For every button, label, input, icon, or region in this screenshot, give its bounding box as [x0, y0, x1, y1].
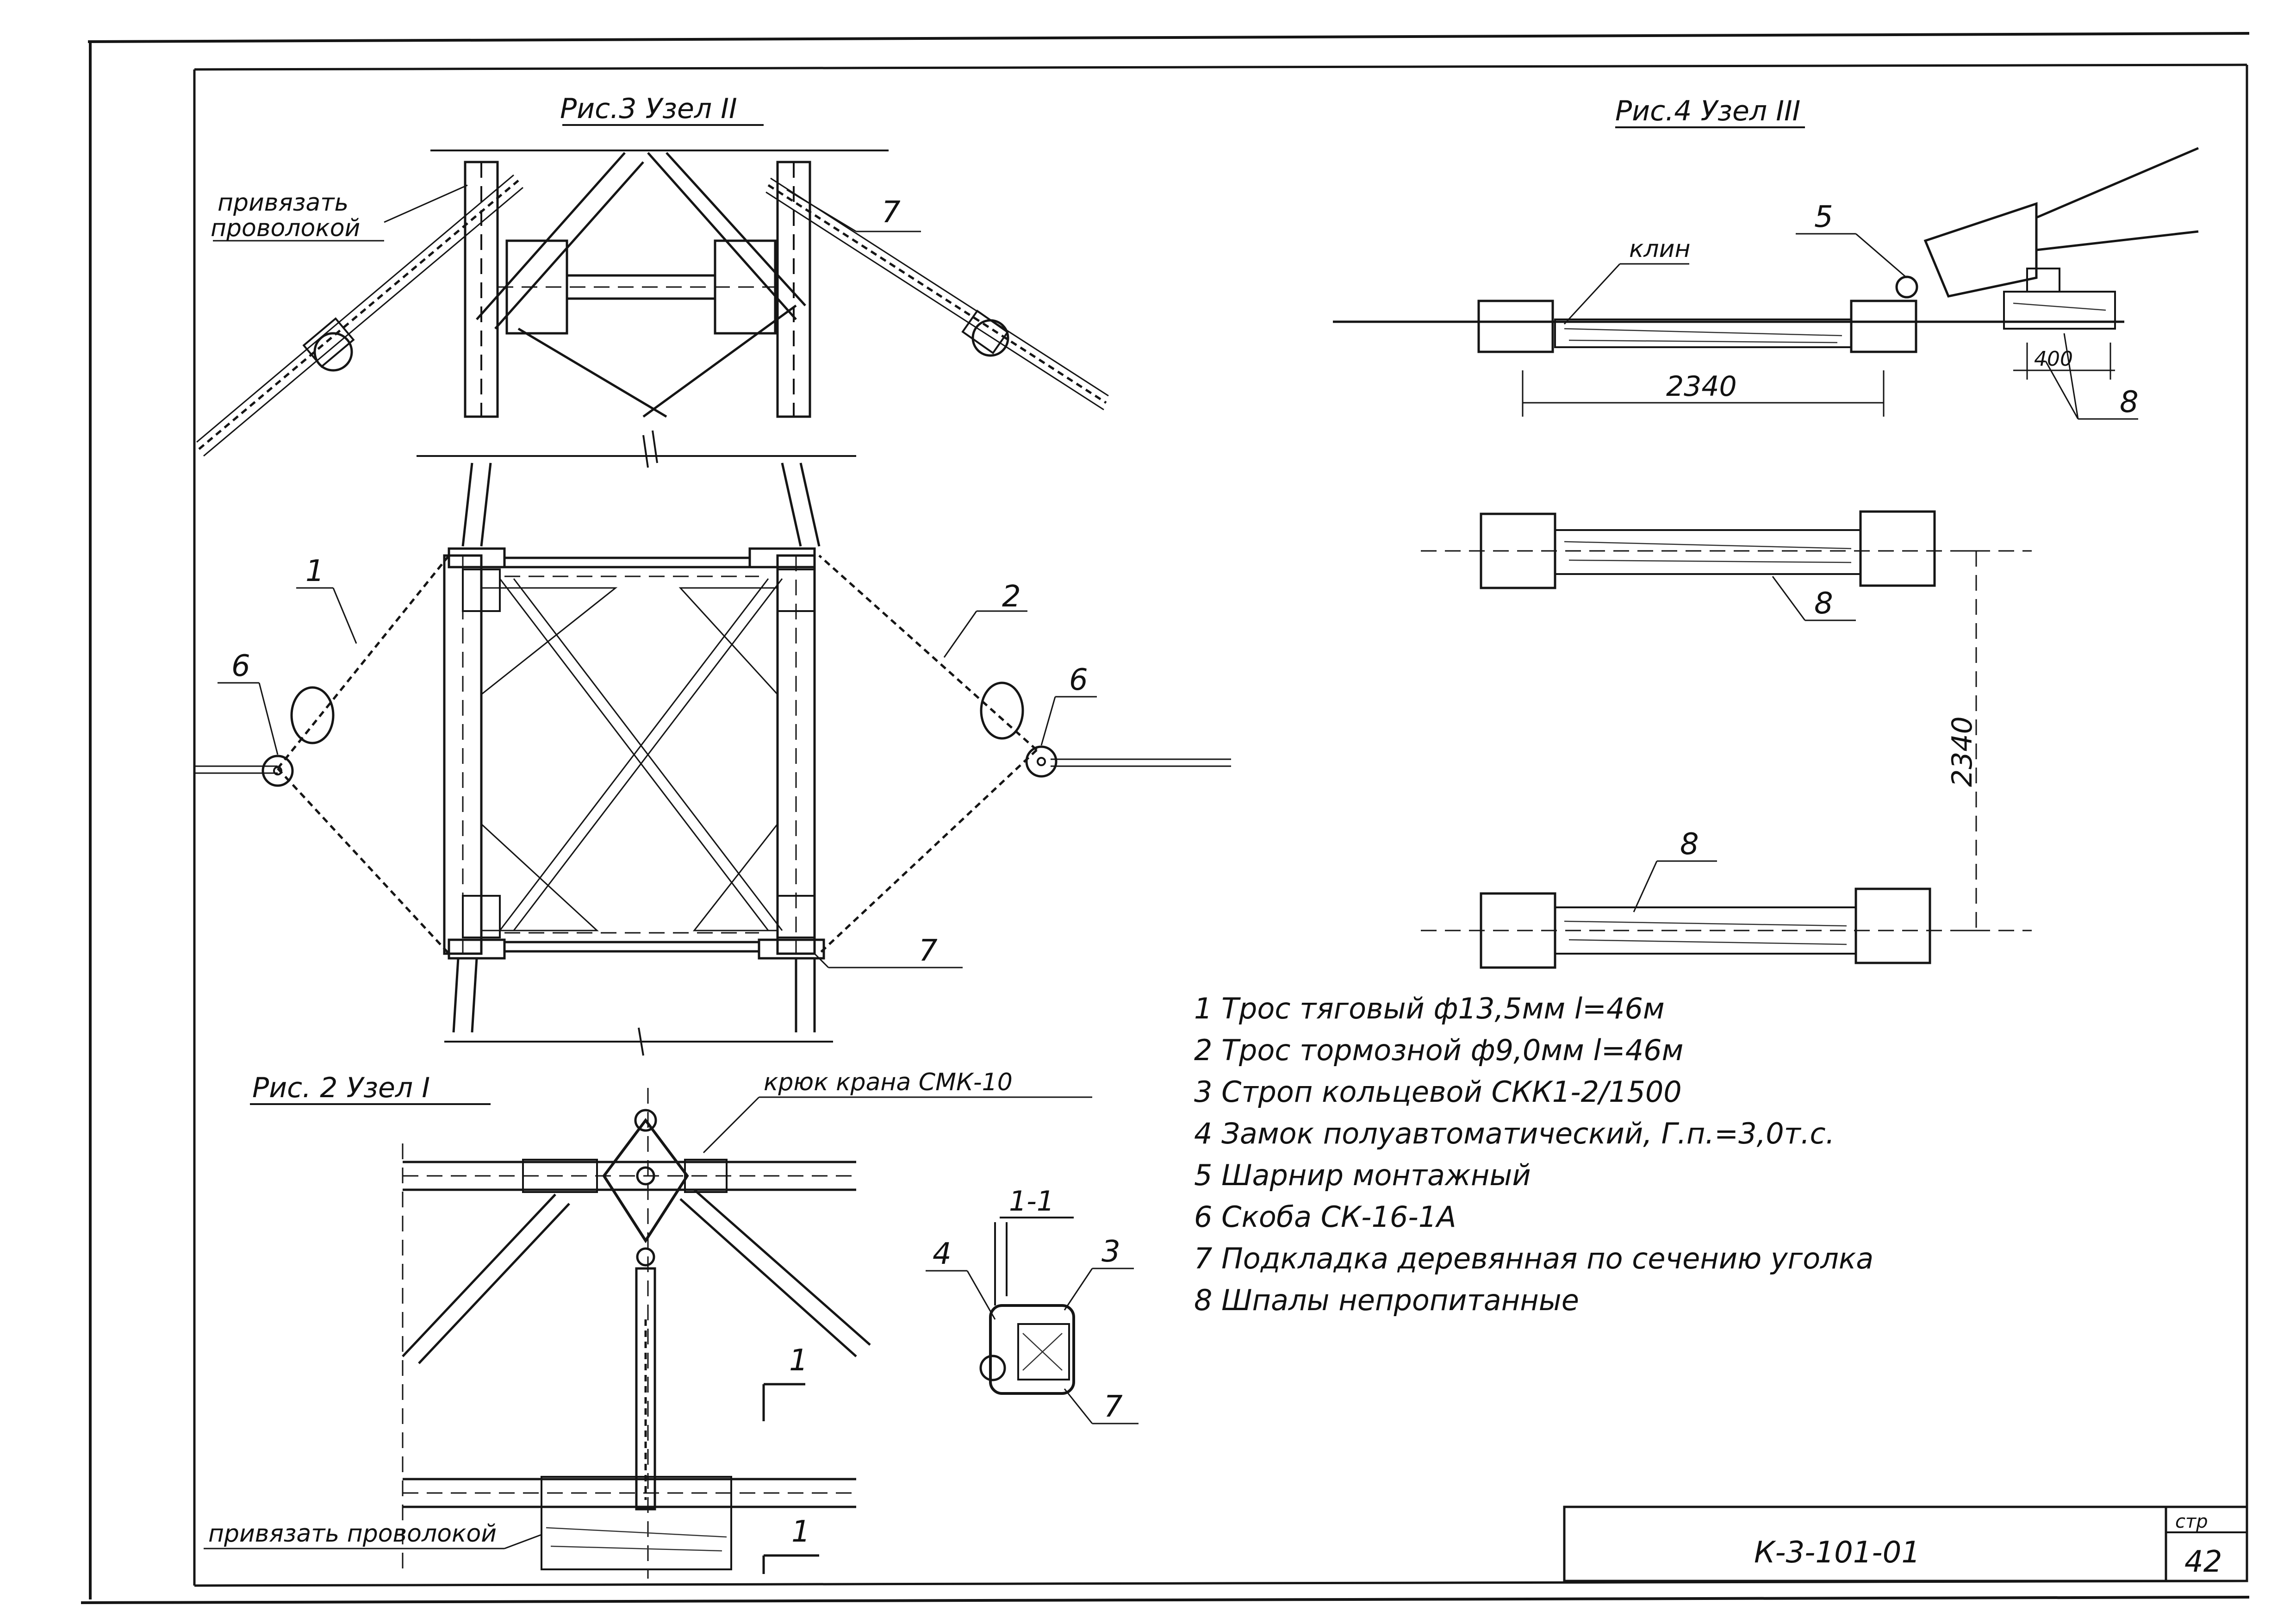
callout-2: 2 [1002, 580, 1021, 614]
sleepers-plan: 8 8 2340 [1421, 510, 2032, 969]
wedge-label: клин [1629, 235, 1690, 263]
figure-3-node-ii: Рис.3 Узел II привяза [196, 93, 1109, 468]
legend: 1 Трос тяговый ф13,5мм l=46м 2 Трос торм… [1194, 992, 1873, 1317]
callout-7-fig3: 7 [882, 195, 901, 230]
figure-4-node-iii: Рис.4 Узел III 2340 400 клин 5 8 [1333, 95, 2199, 420]
legend-item-1: 1 Трос тяговый ф13,5мм l=46м [1194, 992, 1665, 1025]
callout-5: 5 [1814, 200, 1833, 234]
callout-8-upper: 8 [1814, 587, 1833, 621]
dim-2340-horizontal: 2340 [1666, 370, 1737, 403]
title-block: К-3-101-01 стр 42 [1563, 1505, 2248, 1582]
section-marker-upper: 1 [789, 1343, 808, 1378]
tower-section-plan: 1 6 2 6 7 [194, 462, 1231, 1056]
fig3-title: Рис.3 Узел II [560, 93, 737, 125]
legend-item-8: 8 Шпалы непропитанные [1194, 1283, 1579, 1317]
fig4-title: Рис.4 Узел III [1615, 95, 1800, 127]
sheet-frame [81, 32, 2250, 1604]
fig2-title: Рис. 2 Узел I [252, 1072, 430, 1104]
figure-2-node-i: Рис. 2 Узел I крюк крана СМК-10 привя [204, 1068, 1092, 1579]
tie-wire-label-bottom: привязать проволокой [208, 1520, 497, 1548]
crane-hook-label: крюк крана СМК-10 [764, 1068, 1013, 1096]
callout-8-lower: 8 [1680, 827, 1699, 862]
callout-4: 4 [933, 1237, 952, 1271]
legend-item-2: 2 Трос тормозной ф9,0мм l=46м [1194, 1033, 1683, 1067]
callout-1: 1 [305, 554, 324, 588]
legend-item-7: 7 Подкладка деревянная по сечению уголка [1194, 1242, 1873, 1275]
tie-wire-label-line2: проволокой [211, 214, 360, 242]
legend-item-4: 4 Замок полуавтоматический, Г.п.=3,0т.с. [1194, 1117, 1835, 1150]
legend-item-6: 6 Скоба СК-16-1А [1194, 1200, 1456, 1234]
callout-7-section: 7 [919, 934, 938, 968]
callout-8-fig4: 8 [2120, 385, 2139, 419]
page-number: 42 [2184, 1545, 2222, 1579]
page-label: стр [2175, 1511, 2208, 1532]
dim-2340-vertical: 2340 [1946, 716, 1979, 787]
section-1-1: 1-1 4 3 7 [926, 1185, 1139, 1424]
callout-3: 3 [1101, 1235, 1120, 1269]
callout-6-left: 6 [231, 649, 250, 683]
doc-code: К-3-101-01 [1754, 1536, 1920, 1570]
legend-item-3: 3 Строп кольцевой СКК1-2/1500 [1194, 1075, 1682, 1109]
legend-item-5: 5 Шарнир монтажный [1194, 1158, 1531, 1192]
tie-wire-label-line1: привязать [218, 189, 348, 217]
callout-7-section-1-1: 7 [1104, 1390, 1123, 1424]
section-title: 1-1 [1009, 1185, 1054, 1218]
section-marker-lower: 1 [791, 1515, 810, 1549]
callout-6-right: 6 [1069, 663, 1088, 697]
